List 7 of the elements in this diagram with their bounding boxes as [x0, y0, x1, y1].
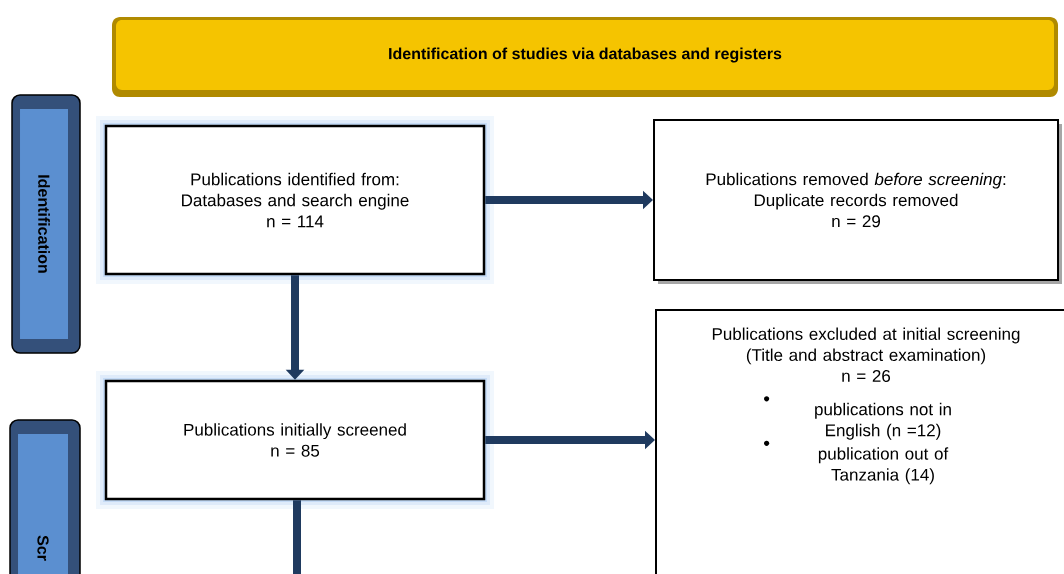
- exclusion-box: Publications excluded at initial screening (Title and abstract examination) n = 26 publications not in English (n =12) publication out of Tanzania (14): [655, 309, 1064, 574]
- stage-tab: Identification: [11, 94, 81, 354]
- process-box: Publications identified from: Databases and search engine n = 114: [96, 116, 494, 284]
- exclusion-box: Publications removed before screening: Duplicate records removed n = 29: [653, 119, 1062, 284]
- stage-tab: Scr: [9, 419, 81, 574]
- header-band: Identification of studies via databases and registers: [112, 17, 1058, 97]
- process-box: Publications initially screened n = 85: [96, 371, 494, 509]
